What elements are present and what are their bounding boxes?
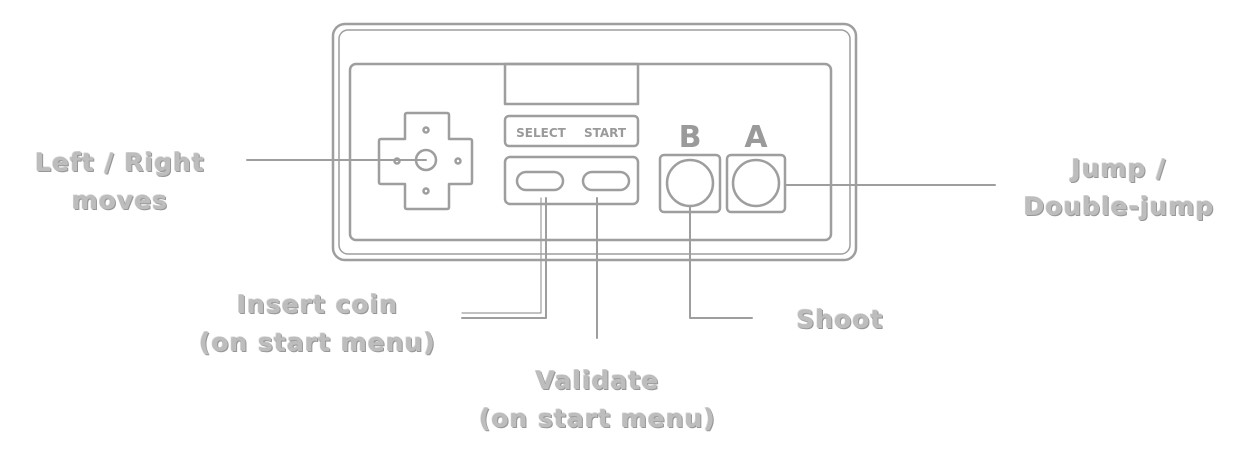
select-start-label-box: [503, 114, 640, 148]
b-button-letter: B: [679, 120, 702, 155]
a-button-letter: A: [744, 120, 768, 155]
label-jump: Jump / Double-jump: [1023, 154, 1215, 221]
label-b-button: Shoot: [796, 305, 884, 334]
start-button: [581, 170, 631, 192]
label-start: Validate (on start menu): [479, 366, 716, 433]
controller-body-outer: [331, 22, 858, 262]
b-button-frame: [658, 153, 722, 214]
select-text: SELECT: [516, 126, 566, 140]
a-button: [731, 158, 781, 208]
dpad-icon: [377, 111, 474, 211]
callout-lines: [246, 159, 996, 339]
select-start-housing: [503, 155, 640, 206]
controller-body-inner: [338, 29, 851, 255]
select-button: [515, 170, 565, 192]
b-button: [665, 158, 715, 208]
top-slot: [503, 62, 640, 106]
start-text: START: [584, 126, 627, 140]
label-select: Insert coin (on start menu): [199, 290, 436, 357]
label-dpad: Left / Right moves: [35, 148, 205, 215]
a-button-frame: [725, 153, 787, 214]
